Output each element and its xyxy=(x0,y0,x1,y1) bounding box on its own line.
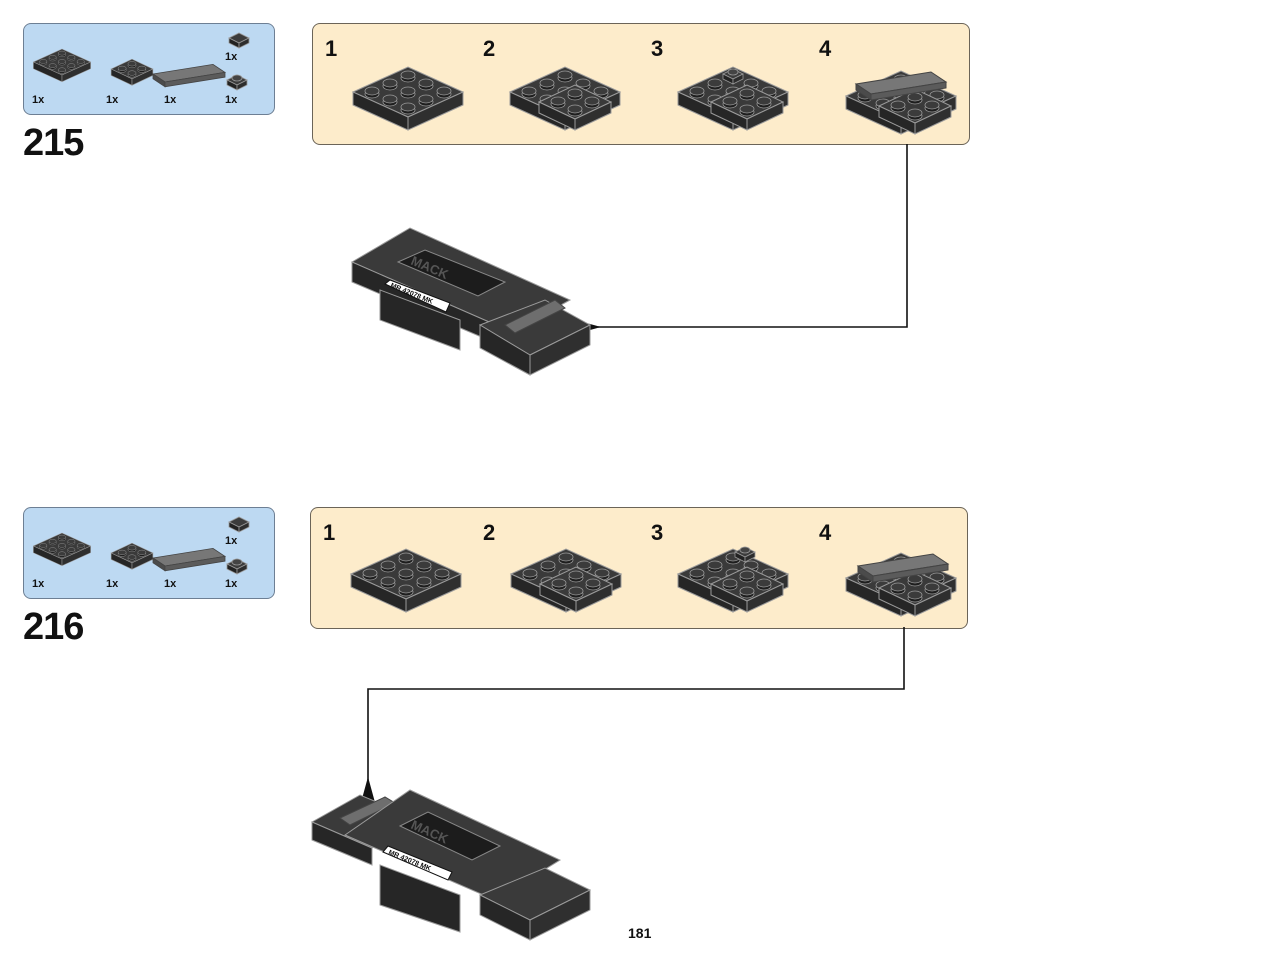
parts-list: 1x 1x 1x 1x 1x xyxy=(23,23,275,115)
part-qty: 1x xyxy=(106,94,119,106)
part-qty: 1x xyxy=(32,578,45,590)
substep-panel: 1 2 3 4 xyxy=(312,23,970,145)
substep-number: 3 xyxy=(651,36,664,61)
substep-number: 2 xyxy=(483,36,496,61)
substep-number: 4 xyxy=(819,520,832,545)
part-qty: 1x xyxy=(164,94,177,106)
part-qty: 1x xyxy=(225,578,238,590)
part-qty: 1x xyxy=(164,578,177,590)
page-number: 181 xyxy=(628,925,652,941)
substep-number: 1 xyxy=(325,36,338,61)
substep-panel: 1 2 3 4 xyxy=(310,507,968,629)
parts-list: 1x 1x 1x 1x 1x xyxy=(23,507,275,599)
assembly-arrow xyxy=(566,144,908,337)
substep-number: 1 xyxy=(323,520,336,545)
part-qty: 1x xyxy=(225,535,238,547)
part-qty: 1x xyxy=(106,578,119,590)
substep-number: 3 xyxy=(651,520,664,545)
step-number: 215 xyxy=(23,122,84,164)
part-qty: 1x xyxy=(32,94,45,106)
substep-number: 2 xyxy=(483,520,496,545)
part-qty: 1x xyxy=(225,94,238,106)
part-qty: 1x xyxy=(225,51,238,63)
assembled-model: MACK MR 42078 MK xyxy=(350,227,592,376)
step-number: 216 xyxy=(23,606,84,648)
substep-number: 4 xyxy=(819,36,832,61)
